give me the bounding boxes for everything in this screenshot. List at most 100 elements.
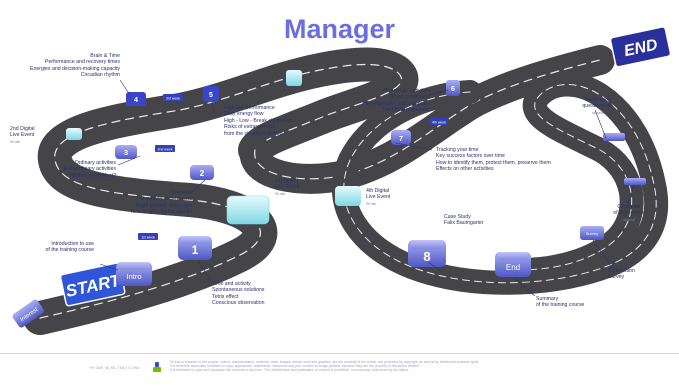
verification-text: Verification questionnaire optional bbox=[568, 97, 628, 116]
block-1: 1 bbox=[178, 236, 212, 260]
footer-line-2: It is therefore absolutely forbidden to … bbox=[170, 364, 420, 369]
live-event-3-block bbox=[286, 70, 302, 86]
block-2: 2 bbox=[190, 165, 214, 180]
intro-course-text: Introduction to use of the training cour… bbox=[14, 241, 94, 254]
step8-line-2: Falix Baumgarter bbox=[444, 220, 484, 227]
block-5-label: 5 bbox=[209, 92, 213, 99]
block-4: 4 bbox=[126, 92, 146, 106]
step2-line-3: Right actions, done right bbox=[136, 202, 192, 209]
satisfaction-text: Satisfaction Survey bbox=[608, 268, 635, 281]
step5-text: High-low performance Daily energy flow H… bbox=[224, 105, 293, 137]
end-sign: END bbox=[609, 26, 672, 68]
block-end: End bbox=[495, 252, 531, 277]
block-3-label: 3 bbox=[124, 148, 128, 157]
block-survey: Survey bbox=[580, 226, 604, 240]
live-event-2-line-1: 2nd Digital bbox=[10, 126, 35, 132]
summary-text: Summary of the training course bbox=[536, 296, 584, 309]
block-7: 7 bbox=[391, 130, 411, 145]
road-sign-week3-label: 3rd week bbox=[166, 97, 180, 101]
intro-course-line-2: of the training course bbox=[45, 247, 94, 254]
step8-line-1: Case Study bbox=[444, 214, 471, 220]
step6-line-1: "Break Up" activities bbox=[383, 88, 430, 94]
verification-line-2: questionnaire bbox=[582, 103, 614, 110]
start-sign: START bbox=[59, 262, 126, 307]
block-5: 5 bbox=[203, 86, 219, 102]
step2-line-4: Time as glue for the results bbox=[129, 209, 192, 216]
block-3: 3 bbox=[115, 145, 137, 159]
road-sign-week3: 3rd week bbox=[163, 94, 183, 101]
satisfaction-line-1: Satisfaction bbox=[608, 268, 635, 274]
block-end-label: End bbox=[506, 263, 520, 272]
live-event-4-block bbox=[335, 186, 361, 206]
summary-line-2: of the training course bbox=[536, 302, 585, 309]
intro-course-line-1: Introduction to use bbox=[51, 241, 94, 247]
road-sign-week1: 1st week bbox=[138, 233, 158, 240]
step6-line-2: Smart positioning bbox=[389, 94, 430, 101]
block-6: 6 bbox=[446, 80, 460, 96]
step8-text: Case Study Falix Baumgarter bbox=[444, 214, 484, 227]
step3-line-1: Ordinary activities bbox=[74, 160, 116, 166]
step7-line-1: Tracking your time bbox=[436, 147, 479, 153]
road-sign-week4: 4th week bbox=[430, 118, 448, 125]
footer-divider bbox=[0, 353, 679, 354]
verification-line-1: Verification bbox=[585, 97, 611, 103]
live-event-4-line-2: Live Event bbox=[366, 194, 391, 201]
block-8-label: 8 bbox=[423, 249, 430, 264]
block-verification-small bbox=[603, 133, 625, 141]
step7-line-3: How to identify them, protect them, pres… bbox=[436, 159, 551, 166]
road-left bbox=[23, 47, 419, 335]
step7-text: Tracking your time Key success factors o… bbox=[436, 147, 551, 173]
step5-line-5: from the circadian rhythm bbox=[224, 130, 283, 137]
step5-line-4: Risks of estrangement bbox=[224, 124, 276, 131]
step6-line-3: Emergencies and urgencies bbox=[365, 100, 430, 107]
road-sign-week4-label: 4th week bbox=[432, 121, 446, 125]
live-event-2-block bbox=[66, 128, 82, 140]
step3-text: Ordinary activities Extraordinary activi… bbox=[40, 160, 116, 179]
step4-line-2: Performance and recovery times bbox=[45, 59, 120, 66]
certificate-text: Certificate of attendance optional bbox=[605, 204, 653, 223]
certificate-line-1: Certificate bbox=[617, 204, 641, 210]
block-7-label: 7 bbox=[399, 134, 403, 143]
step4-line-3: Energies and decision-making capacity bbox=[30, 65, 120, 72]
block-8: 8 bbox=[408, 240, 446, 267]
live-event-4-note: 90 min. bbox=[366, 201, 378, 206]
live-event-1-line-2: Live Event bbox=[275, 184, 300, 191]
footer-code: PE GMS_08_MC_TM10_E_ENG bbox=[90, 366, 140, 370]
step6-line-4: Their time placement bbox=[381, 107, 430, 114]
step4-text: Brain & Time Performance and recovery ti… bbox=[20, 53, 120, 79]
certificate-line-2: of attendance bbox=[613, 210, 645, 217]
live-event-1-text: 1st Digital Live Event 90 min. bbox=[275, 178, 299, 197]
leader-lines bbox=[99, 79, 635, 297]
road-sign-week2-label: 2nd week bbox=[158, 148, 173, 152]
block-intro: Intro bbox=[116, 262, 152, 286]
footer-notice: All that is reported in this project, vi… bbox=[170, 360, 479, 373]
step1-text: Time and activity Spontaneous solutions … bbox=[212, 281, 265, 307]
step4-line-1: Brain & Time bbox=[90, 53, 120, 59]
block-6-label: 6 bbox=[451, 86, 455, 93]
step2-line-2: Evolution of behaviors bbox=[140, 196, 192, 203]
road-sign-week2: 2nd week bbox=[155, 145, 175, 152]
live-event-1-note: 90 min. bbox=[275, 191, 287, 196]
step1-line-3: Tetris effect bbox=[212, 293, 239, 300]
block-2-label: 2 bbox=[200, 169, 205, 178]
step1-line-4: Conscious observation bbox=[212, 300, 265, 307]
live-event-2-note: 90 min. bbox=[10, 139, 22, 144]
step7-line-2: Key success factors over time bbox=[436, 153, 505, 160]
satisfaction-line-2: Survey bbox=[608, 274, 625, 281]
verification-note: optional bbox=[592, 110, 604, 115]
block-4-label: 4 bbox=[134, 95, 139, 104]
certificate-note: optional bbox=[623, 217, 635, 222]
end-sign-label: END bbox=[623, 36, 660, 60]
live-event-4-line-1: 4th Digital bbox=[366, 188, 390, 194]
step4-line-4: Circadian rhythm bbox=[80, 72, 120, 79]
block-survey-label: Survey bbox=[586, 231, 598, 236]
summary-line-1: Summary bbox=[536, 296, 559, 302]
footer-line-1: All that is reported in this project, vi… bbox=[170, 360, 480, 364]
step1-line-2: Spontaneous solutions bbox=[212, 287, 265, 294]
road-sign-week1-label: 1st week bbox=[141, 236, 155, 240]
step7-line-4: Effects on other activities bbox=[436, 166, 494, 173]
step1-line-1: Time and activity bbox=[212, 281, 251, 287]
step5-line-1: High-low performance bbox=[224, 105, 275, 111]
block-intro-label: Intro bbox=[126, 272, 141, 281]
